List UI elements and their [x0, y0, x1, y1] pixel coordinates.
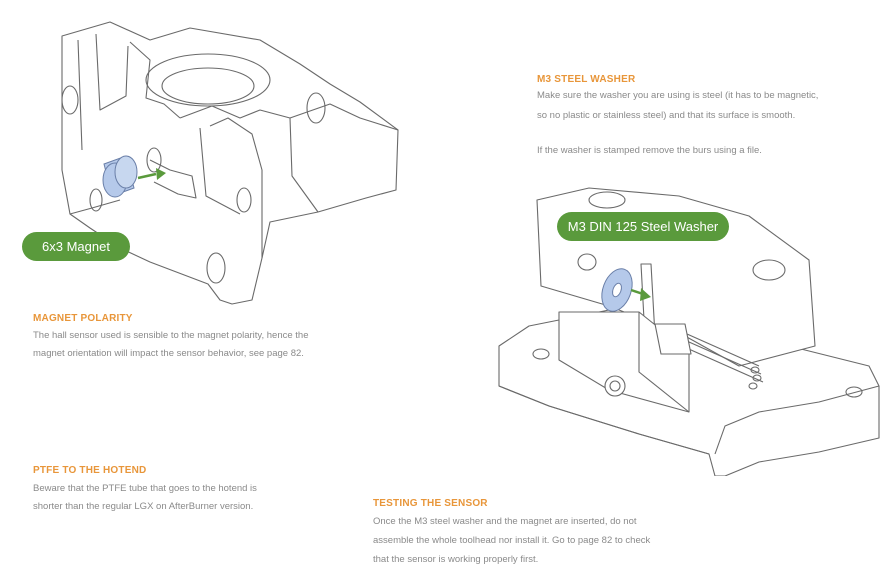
washer-highlight	[601, 268, 633, 312]
washer-text-line-1: Make sure the washer you are using is st…	[537, 90, 819, 101]
washer-text-line-2: so no plastic or stainless steel) and th…	[537, 110, 796, 121]
testing-text-line-2: assemble the whole toolhead nor install …	[373, 535, 651, 546]
washer-label: M3 DIN 125 Steel Washer	[557, 212, 729, 241]
testing-text-line-3: that the sensor is working properly firs…	[373, 554, 539, 565]
polarity-text-line-2: magnet orientation will impact the senso…	[33, 348, 304, 359]
ptfe-text-line-2: shorter than the regular LGX on AfterBur…	[33, 501, 254, 512]
washer-insert-arrow-icon	[630, 288, 651, 301]
ptfe-heading: PTFE TO THE HOTEND	[33, 465, 147, 476]
polarity-heading: MAGNET POLARITY	[33, 313, 133, 324]
washer-note: If the washer is stamped remove the burs…	[537, 145, 762, 156]
washer-heading: M3 STEEL WASHER	[537, 74, 636, 85]
testing-text-line-1: Once the M3 steel washer and the magnet …	[373, 516, 637, 527]
polarity-text-line-1: The hall sensor used is sensible to the …	[33, 330, 309, 341]
magnet-part-illustration	[61, 21, 399, 305]
magnet-label: 6x3 Magnet	[22, 232, 130, 261]
magnet-highlight	[102, 155, 138, 198]
magnet-insert-arrow-icon	[137, 168, 166, 180]
ptfe-text-line-1: Beware that the PTFE tube that goes to t…	[33, 483, 257, 494]
testing-heading: TESTING THE SENSOR	[373, 498, 488, 509]
